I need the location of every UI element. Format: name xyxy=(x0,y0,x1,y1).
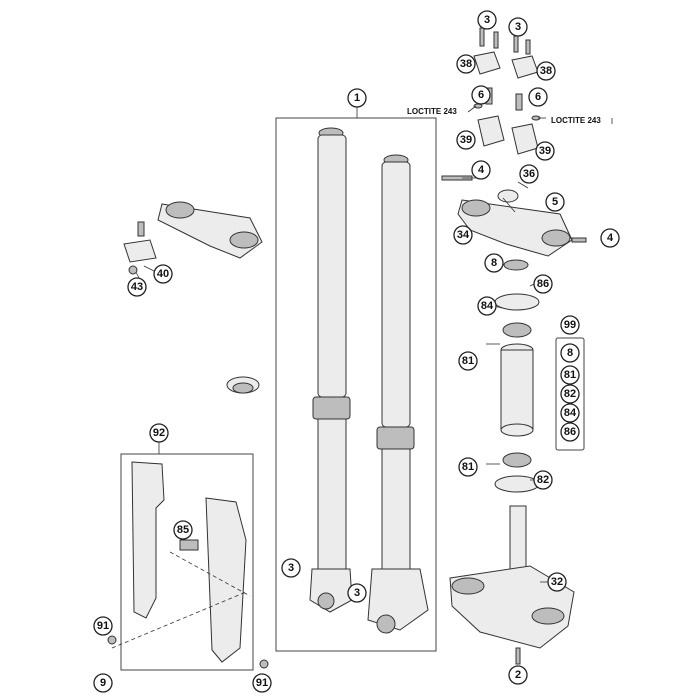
left-fork-leg xyxy=(309,127,353,613)
svg-text:91: 91 xyxy=(256,677,268,689)
svg-text:36: 36 xyxy=(523,168,535,180)
callout-91: 91 xyxy=(93,616,113,636)
svg-text:8: 8 xyxy=(567,347,573,359)
callout-85: 85 xyxy=(173,520,193,540)
svg-text:39: 39 xyxy=(460,134,472,146)
upper-triple-clamp-left xyxy=(123,201,263,275)
kit-item-86: 86 xyxy=(560,422,580,442)
svg-text:4: 4 xyxy=(478,164,485,176)
svg-text:5: 5 xyxy=(552,196,558,208)
svg-text:2: 2 xyxy=(515,669,521,681)
handlebar-clamps xyxy=(473,27,541,155)
lower-triple-clamp xyxy=(449,505,575,665)
callout-36: 36 xyxy=(519,164,539,184)
steering-bearings xyxy=(494,259,540,493)
callout-40: 40 xyxy=(153,264,173,284)
svg-text:38: 38 xyxy=(460,58,472,70)
kit-item-81: 81 xyxy=(560,365,580,385)
callout-38: 38 xyxy=(456,54,476,74)
callout-3: 3 xyxy=(508,17,528,37)
svg-text:84: 84 xyxy=(564,407,577,419)
svg-text:81: 81 xyxy=(462,355,474,367)
fork-assembly-frame xyxy=(275,117,437,652)
callout-1: 1 xyxy=(347,88,367,108)
callout-4: 4 xyxy=(471,160,491,180)
callout-6: 6 xyxy=(528,87,548,107)
callout-3: 3 xyxy=(477,10,497,30)
callout-9: 9 xyxy=(93,673,113,693)
svg-text:3: 3 xyxy=(354,587,360,599)
callout-8: 8 xyxy=(484,253,504,273)
svg-text:84: 84 xyxy=(481,300,494,312)
callout-91: 91 xyxy=(252,673,272,693)
svg-text:6: 6 xyxy=(478,89,484,101)
callout-82: 82 xyxy=(533,470,553,490)
steering-nut xyxy=(226,376,260,394)
kit-box xyxy=(555,337,585,451)
callout-86: 86 xyxy=(533,274,553,294)
callout-32: 32 xyxy=(547,572,567,592)
svg-text:91: 91 xyxy=(97,620,109,632)
svg-text:38: 38 xyxy=(540,65,552,77)
callout-39: 39 xyxy=(535,141,555,161)
callout-5: 5 xyxy=(545,192,565,212)
svg-text:4: 4 xyxy=(607,232,614,244)
callout-3: 3 xyxy=(347,583,367,603)
svg-text:3: 3 xyxy=(484,14,490,26)
svg-text:81: 81 xyxy=(462,461,474,473)
svg-text:86: 86 xyxy=(537,278,549,290)
svg-text:81: 81 xyxy=(564,369,576,381)
svg-text:1: 1 xyxy=(354,92,360,104)
svg-text:9: 9 xyxy=(100,677,106,689)
svg-text:86: 86 xyxy=(564,426,576,438)
callout-43: 43 xyxy=(127,277,147,297)
svg-text:34: 34 xyxy=(457,229,470,241)
callout-2: 2 xyxy=(508,665,528,685)
loctite-label-right: LOCTITE 243 xyxy=(551,116,601,125)
callout-99: 99 xyxy=(560,315,580,335)
callout-3: 3 xyxy=(281,558,301,578)
svg-text:8: 8 xyxy=(491,257,497,269)
callout-4: 4 xyxy=(600,228,620,248)
callout-34: 34 xyxy=(453,225,473,245)
loctite-label-left: LOCTITE 243 xyxy=(407,107,457,116)
svg-text:40: 40 xyxy=(157,268,169,280)
svg-text:43: 43 xyxy=(131,281,143,293)
svg-text:99: 99 xyxy=(564,319,576,331)
svg-text:3: 3 xyxy=(515,21,521,33)
svg-text:82: 82 xyxy=(564,388,576,400)
svg-text:3: 3 xyxy=(288,562,294,574)
fork-guards xyxy=(107,461,269,669)
svg-text:6: 6 xyxy=(535,91,541,103)
callout-84: 84 xyxy=(477,296,497,316)
callout-38: 38 xyxy=(536,61,556,81)
right-fork-leg xyxy=(367,154,429,634)
kit-item-84: 84 xyxy=(560,403,580,423)
callout-6: 6 xyxy=(471,85,491,105)
callout-81: 81 xyxy=(458,351,478,371)
kit-item-82: 82 xyxy=(560,384,580,404)
svg-text:82: 82 xyxy=(537,474,549,486)
svg-text:39: 39 xyxy=(539,145,551,157)
svg-text:32: 32 xyxy=(551,576,563,588)
svg-text:92: 92 xyxy=(153,427,165,439)
svg-text:85: 85 xyxy=(177,524,189,536)
kit-item-8: 8 xyxy=(560,343,580,363)
callout-81: 81 xyxy=(458,457,478,477)
callout-39: 39 xyxy=(456,130,476,150)
fork-guards-frame xyxy=(120,453,254,671)
callout-92: 92 xyxy=(149,423,169,443)
